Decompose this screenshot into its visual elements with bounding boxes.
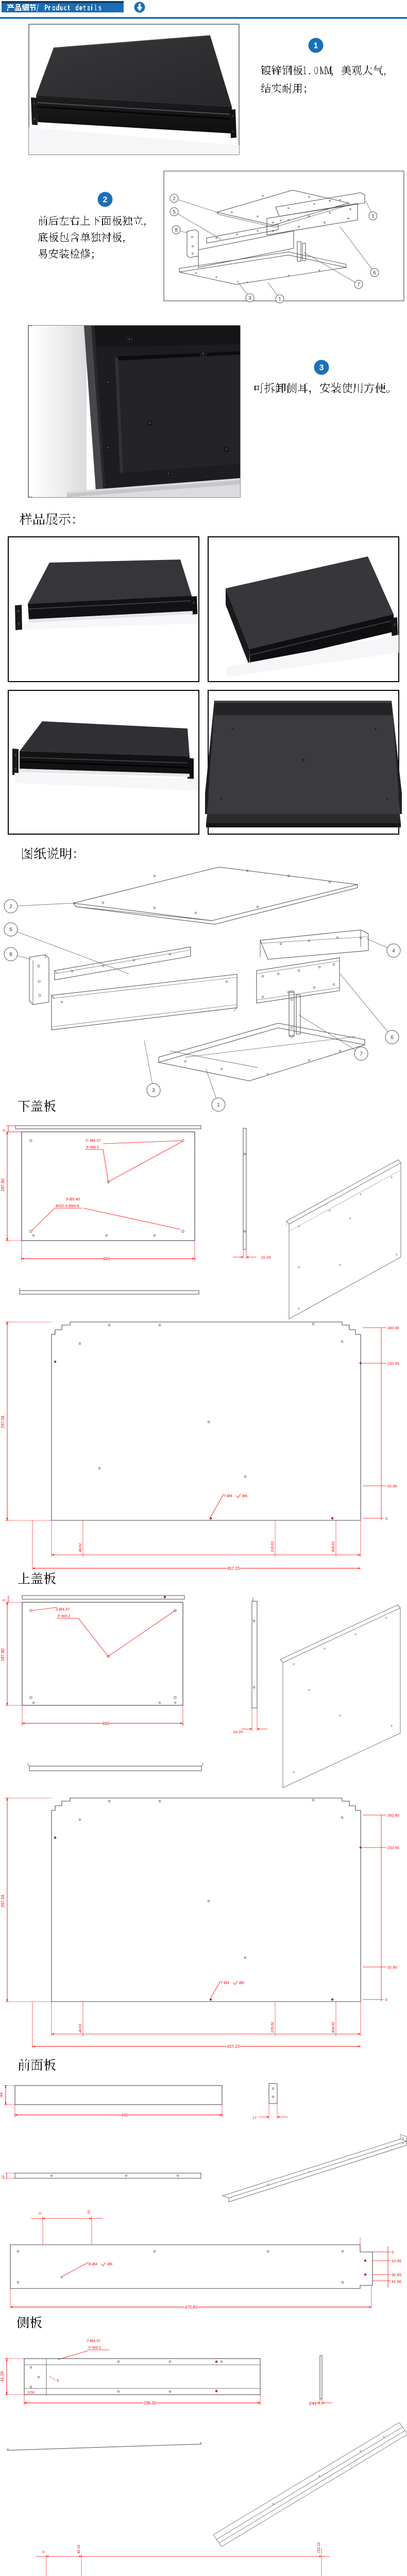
svg-text:17: 17: [252, 2115, 257, 2120]
svg-text:7: 7: [357, 282, 360, 288]
svg-text:3.50: 3.50: [27, 2391, 35, 2395]
svg-text:F-M3-2: F-M3-2: [87, 1145, 99, 1149]
svg-text:1: 1: [314, 42, 318, 50]
svg-text:297.04: 297.04: [1, 1894, 5, 1907]
svg-text:296.30: 296.30: [144, 2401, 157, 2405]
svg-text:297.04: 297.04: [1, 1415, 5, 1428]
svg-text:40.15: 40.15: [77, 2545, 81, 2554]
svg-text:48.62: 48.62: [79, 1543, 82, 1552]
svg-text:F-M3-2: F-M3-2: [89, 2345, 101, 2350]
svg-text:10.20: 10.20: [261, 1255, 271, 1260]
svg-text:48.62: 48.62: [79, 2024, 82, 2033]
svg-text:5: 5: [9, 927, 12, 933]
svg-text:8-Ø4: 8-Ø4: [89, 2262, 97, 2266]
svg-text:Ø6: Ø6: [239, 1980, 244, 1985]
svg-text:9: 9: [3, 1599, 6, 1601]
svg-text:457.23: 457.23: [227, 2044, 240, 2049]
svg-text:8: 8: [175, 228, 178, 233]
svg-text:44: 44: [0, 2092, 4, 2097]
svg-text:3: 3: [152, 1088, 155, 1094]
svg-text:1: 1: [371, 214, 375, 219]
svg-text:440: 440: [102, 1721, 109, 1726]
svg-text:Ø8: Ø8: [107, 2262, 112, 2266]
svg-text:10.20: 10.20: [233, 1730, 243, 1734]
svg-text:0: 0: [39, 2212, 42, 2214]
svg-text:Ø4.37: Ø4.37: [90, 1138, 100, 1143]
svg-text:232.65: 232.65: [387, 1361, 399, 1366]
svg-text:52.90: 52.90: [387, 1484, 397, 1488]
svg-text:408.62: 408.62: [332, 2022, 335, 2033]
svg-text:457.23: 457.23: [227, 1566, 240, 1571]
svg-text:282.80: 282.80: [387, 1813, 399, 1818]
svg-text:3: 3: [319, 364, 324, 372]
svg-text:2-: 2-: [86, 1138, 89, 1143]
svg-text:220.15: 220.15: [317, 2542, 321, 2553]
svg-text:12: 12: [2, 2175, 5, 2179]
svg-text:BSO-3.5M3-6: BSO-3.5M3-6: [56, 1204, 79, 1208]
svg-text:3: 3: [248, 296, 251, 301]
svg-text:2: 2: [9, 904, 12, 910]
svg-text:287.80: 287.80: [1, 1648, 5, 1661]
svg-text:6: 6: [391, 1035, 394, 1041]
svg-text:Ø6: Ø6: [242, 1494, 247, 1498]
svg-text:228.62: 228.62: [271, 2022, 275, 2033]
svg-text:0: 0: [392, 2250, 394, 2255]
svg-text:30.99: 30.99: [392, 2273, 401, 2277]
svg-text:52.90: 52.90: [387, 1965, 397, 1970]
svg-text:1: 1: [278, 297, 281, 302]
svg-text:F-M3-2: F-M3-2: [58, 1614, 70, 1618]
svg-text:10.99: 10.99: [392, 2259, 401, 2263]
svg-text:8: 8: [9, 952, 12, 958]
svg-text:2: 2: [173, 196, 176, 202]
svg-text:232.65: 232.65: [387, 1845, 399, 1850]
svg-text:7-Ø4: 7-Ø4: [224, 1494, 232, 1498]
svg-text:0: 0: [385, 1997, 387, 2002]
svg-text:5: 5: [173, 210, 176, 215]
svg-text:6: 6: [373, 270, 376, 276]
svg-text:470.83: 470.83: [185, 2305, 198, 2310]
svg-text:1: 1: [217, 1103, 220, 1108]
svg-text:228.62: 228.62: [271, 1541, 275, 1552]
svg-text:41.29: 41.29: [0, 2371, 5, 2382]
svg-text:2-Ø4.37: 2-Ø4.37: [56, 1607, 70, 1612]
svg-text:7-Ø4: 7-Ø4: [221, 1980, 229, 1985]
svg-text:4: 4: [392, 948, 395, 954]
svg-text:2: 2: [103, 196, 108, 205]
svg-text:440: 440: [103, 1257, 110, 1261]
svg-text:7: 7: [360, 1052, 363, 1057]
svg-text:5-Ø5.40: 5-Ø5.40: [66, 1197, 80, 1201]
svg-text:9: 9: [3, 1129, 6, 1131]
svg-text:282.80: 282.80: [387, 1326, 399, 1330]
svg-text:2.41: 2.41: [309, 2401, 317, 2406]
svg-text:70: 70: [88, 2210, 91, 2214]
svg-text:7-Ø4.37: 7-Ø4.37: [87, 2338, 100, 2343]
svg-text:0: 0: [385, 1516, 387, 1521]
svg-text:440: 440: [121, 2113, 128, 2117]
svg-text:408.62: 408.62: [332, 1541, 335, 1552]
svg-text:41.98: 41.98: [392, 2279, 401, 2284]
svg-text:0: 0: [42, 2551, 46, 2553]
svg-text:9: 9: [57, 2379, 59, 2383]
svg-text:287.80: 287.80: [1, 1178, 5, 1191]
